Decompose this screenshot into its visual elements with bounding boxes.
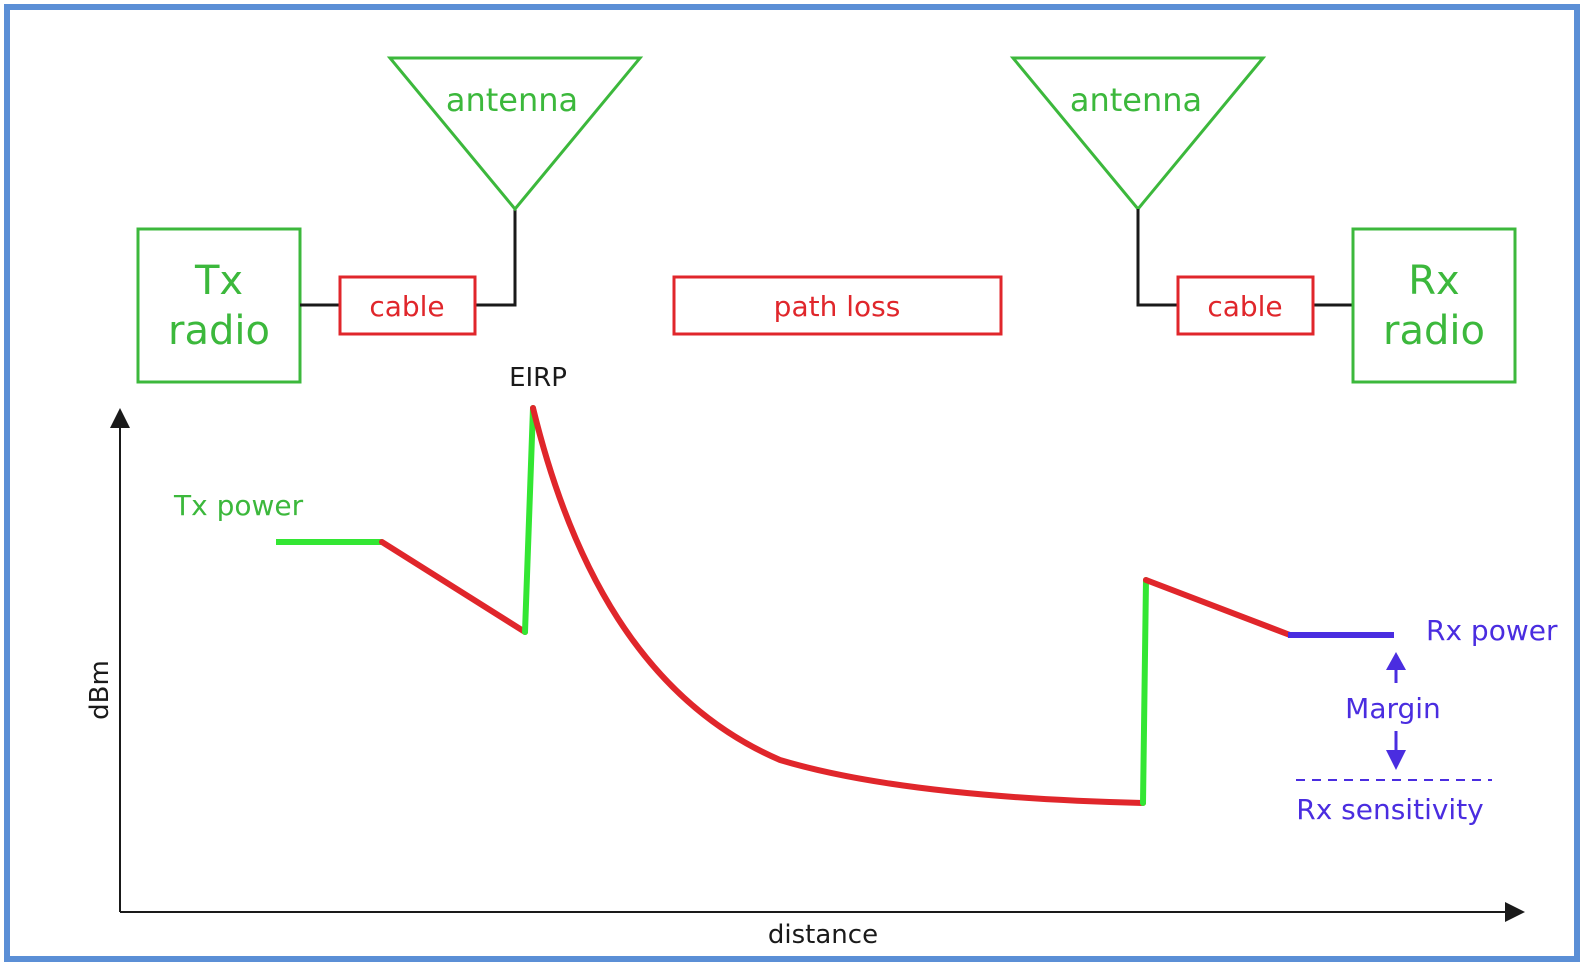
tx-antenna-gain-segment	[522, 405, 536, 635]
y-axis-label: dBm	[85, 660, 115, 720]
rx-antenna-triangle	[1009, 56, 1267, 212]
rx-sensitivity-label: Rx sensitivity	[1296, 793, 1484, 826]
margin-down-arrow-icon	[1386, 731, 1406, 770]
rx-radio-label-line1: Rx	[1408, 258, 1459, 304]
path-loss-box	[672, 275, 1003, 336]
rx-radio-box	[1351, 227, 1517, 384]
tx-radio-label-line2: radio	[168, 308, 270, 354]
rx-cable-box	[1176, 275, 1315, 336]
tx-antenna-label: antenna	[446, 81, 578, 119]
rx-power-label: Rx power	[1426, 614, 1558, 647]
tx-cable-box	[338, 275, 477, 336]
tx-cable-loss-segment	[379, 539, 528, 635]
rx-antenna-to-cable-wire	[1136, 209, 1178, 307]
margin-up-arrow-icon	[1386, 652, 1406, 683]
tx-cable-label: cable	[369, 290, 444, 323]
tx-radio-box	[136, 227, 302, 384]
tx-radio-label-line1: Tx	[194, 258, 243, 304]
tx-power-label: Tx power	[173, 489, 304, 522]
rx-cable-label: cable	[1207, 290, 1282, 323]
rx-cable-loss-segment	[1143, 577, 1293, 638]
eirp-label: EIRP	[509, 363, 567, 393]
tx-cable-to-antenna-wire	[475, 209, 517, 307]
rx-antenna-gain-segment	[1140, 577, 1149, 806]
rx-antenna-label: antenna	[1070, 81, 1202, 119]
tx-antenna-triangle	[386, 56, 644, 212]
path-loss-label: path loss	[774, 290, 901, 323]
x-axis-label: distance	[768, 920, 878, 950]
path-loss-curve	[530, 405, 1146, 806]
diagram-frame	[4, 4, 1580, 962]
margin-label: Margin	[1345, 692, 1441, 725]
rx-radio-label-line2: radio	[1383, 308, 1485, 354]
